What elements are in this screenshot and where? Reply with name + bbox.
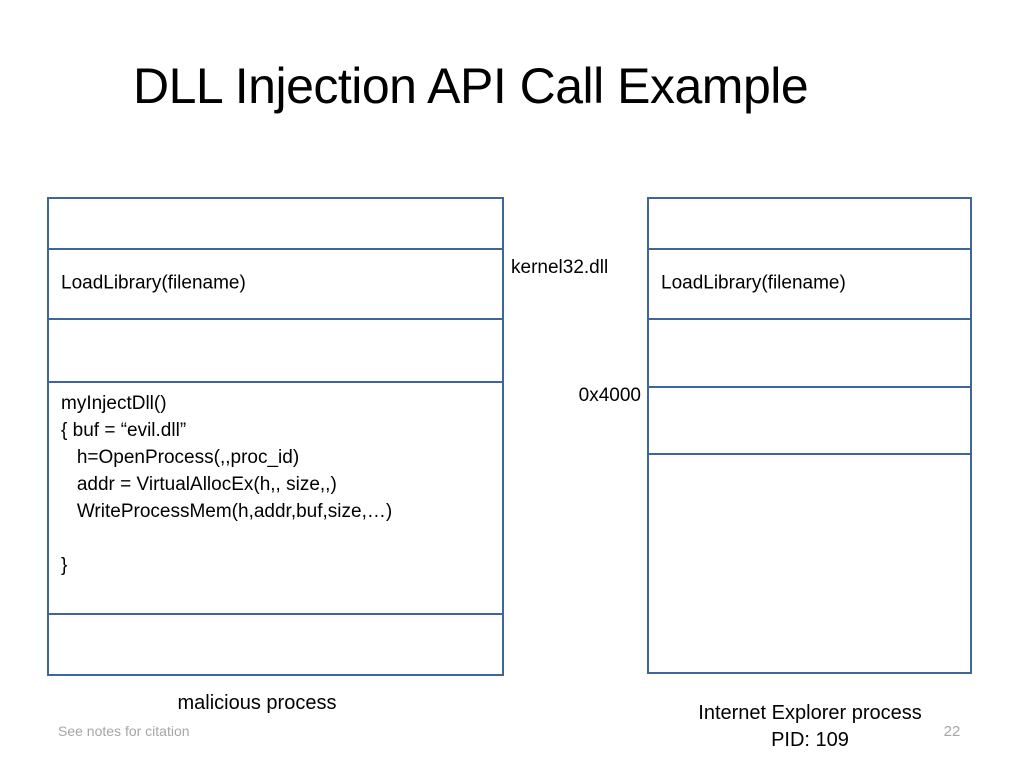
ie-process-caption-line2: PID: 109 xyxy=(771,729,849,751)
malicious-process-caption: malicious process xyxy=(177,692,337,714)
malicious-memory-row-text: myInjectDll() { buf = “evil.dll” h=OpenP… xyxy=(61,393,393,576)
ie-memory-row xyxy=(649,199,970,250)
kernel32-module-label: kernel32.dll xyxy=(511,257,609,278)
malicious-memory-row xyxy=(49,199,502,250)
malicious-memory-row xyxy=(49,320,502,383)
ie-process-caption: Internet Explorer process PID: 109 xyxy=(640,700,980,754)
citation-note: See notes for citation xyxy=(58,723,190,739)
slide-number: 22 xyxy=(943,723,961,740)
malicious-memory-row xyxy=(49,615,502,674)
memory-address-label: 0x4000 xyxy=(578,385,641,406)
ie-memory-row: LoadLibrary(filename) xyxy=(649,250,970,320)
ie-process-memory-table: LoadLibrary(filename) xyxy=(647,197,972,674)
ie-memory-row xyxy=(649,320,970,388)
malicious-memory-row-text: LoadLibrary(filename) xyxy=(61,272,246,294)
malicious-process-memory-table: LoadLibrary(filename) myInjectDll() { buf… xyxy=(47,197,504,676)
malicious-memory-row: myInjectDll() { buf = “evil.dll” h=OpenP… xyxy=(49,383,502,615)
ie-process-caption-line1: Internet Explorer process xyxy=(698,702,922,724)
ie-memory-row xyxy=(649,455,970,672)
malicious-memory-row: LoadLibrary(filename) xyxy=(49,250,502,320)
ie-memory-row xyxy=(649,388,970,455)
page-title: DLL Injection API Call Example xyxy=(133,58,809,114)
ie-memory-row-text: LoadLibrary(filename) xyxy=(661,272,846,294)
